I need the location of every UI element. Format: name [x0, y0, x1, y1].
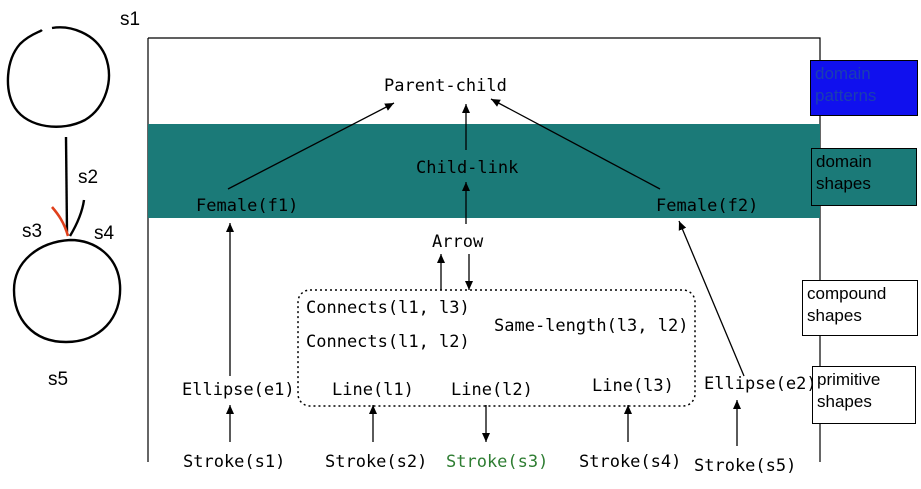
node-line-l3: Line(l3)	[592, 376, 674, 396]
legend-compound-shapes-text: compound shapes	[807, 284, 887, 325]
legend-domain-shapes: domain shapes	[811, 148, 917, 206]
node-ellipse-e1: Ellipse(e1)	[182, 380, 295, 400]
node-ellipse-e2: Ellipse(e2)	[704, 374, 817, 394]
label-s1: s1	[120, 9, 141, 30]
legend-compound-shapes: compound shapes	[802, 280, 918, 336]
legend-primitive-shapes: primitive shapes	[812, 366, 916, 424]
sketch-stroke-s3	[51, 206, 70, 237]
sketch-circle-bottom	[12, 238, 122, 344]
sketch-circle-top	[6, 26, 111, 128]
node-connects-l1-l2: Connects(l1, l2)	[306, 332, 470, 352]
domain-shapes-band	[148, 124, 820, 218]
label-s2: s2	[78, 167, 99, 188]
node-same-length: Same-length(l3, l2)	[494, 316, 689, 336]
node-line-l2: Line(l2)	[451, 380, 533, 400]
node-female-f2: Female(f2)	[656, 196, 759, 216]
node-stroke-s1: Stroke(s1)	[183, 452, 286, 472]
node-stroke-s3: Stroke(s3)	[446, 452, 549, 472]
legend-domain-patterns: domain patterns	[810, 60, 918, 116]
node-connects-l1-l3: Connects(l1, l3)	[306, 298, 470, 318]
legend-domain-shapes-text: domain shapes	[816, 152, 872, 193]
compound-group-frame	[297, 289, 696, 407]
node-arrow: Arrow	[432, 232, 484, 252]
label-s4: s4	[94, 223, 115, 244]
label-s5: s5	[48, 369, 69, 390]
legend-domain-patterns-text: domain patterns	[815, 64, 877, 105]
node-child-link: Child-link	[416, 158, 519, 178]
node-stroke-s4: Stroke(s4)	[579, 452, 682, 472]
node-stroke-s2: Stroke(s2)	[325, 452, 428, 472]
label-s3: s3	[22, 221, 43, 242]
node-stroke-s5: Stroke(s5)	[694, 456, 797, 476]
sketch-stem	[64, 136, 69, 233]
node-line-l1: Line(l1)	[332, 380, 414, 400]
node-parent-child: Parent-child	[384, 76, 507, 96]
legend-primitive-shapes-text: primitive shapes	[817, 370, 881, 411]
node-female-f1: Female(f1)	[196, 196, 299, 216]
sketch-stroke-s4	[68, 199, 86, 237]
